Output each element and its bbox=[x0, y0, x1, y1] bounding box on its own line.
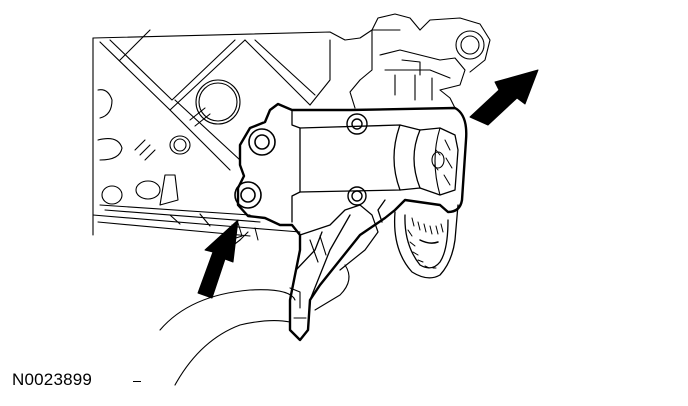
mount-bracket bbox=[234, 102, 468, 342]
top-housing bbox=[349, 13, 491, 109]
callout-arrow-upper-right bbox=[469, 69, 539, 126]
figure-id-label: N0023899 bbox=[12, 370, 93, 389]
bracket-bolt-lower bbox=[234, 181, 262, 209]
bracket-bolt-upper bbox=[248, 128, 276, 156]
toothed-pulley bbox=[393, 204, 459, 279]
engine-block bbox=[92, 29, 401, 237]
figure-id-dash bbox=[133, 381, 141, 383]
bracket-bolt-mid bbox=[347, 186, 367, 206]
callout-arrow-lower-left bbox=[197, 219, 239, 299]
coolant-hose bbox=[159, 231, 350, 386]
bracket-bolt-top bbox=[346, 113, 368, 135]
